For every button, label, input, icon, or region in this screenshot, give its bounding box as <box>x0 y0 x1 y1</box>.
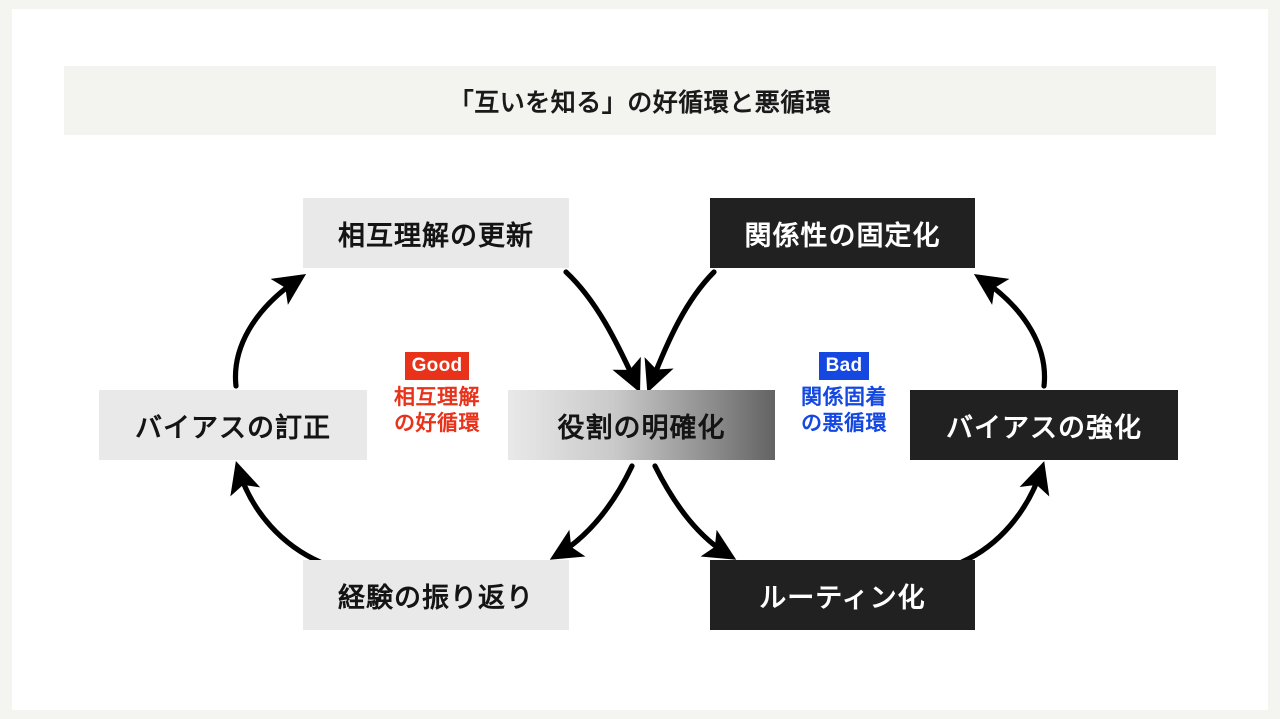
bad-cycle-label: 関係固着 の悪循環 <box>801 385 887 437</box>
node-bias-reinforcement[interactable]: バイアスの強化 <box>910 390 1178 460</box>
good-cycle-label-line2: の好循環 <box>394 412 480 436</box>
node-mutual-understanding-update[interactable]: 相互理解の更新 <box>303 198 569 268</box>
good-badge: Good <box>404 352 470 380</box>
good-cycle-label-line1: 相互理解 <box>394 386 480 409</box>
node-role-clarification[interactable]: 役割の明確化 <box>508 390 775 460</box>
node-routinization[interactable]: ルーティン化 <box>710 560 975 630</box>
bad-cycle-label-line2: の悪循環 <box>801 412 887 436</box>
good-cycle-caption: Good 相互理解 の好循環 <box>377 352 497 437</box>
node-relationship-fixation[interactable]: 関係性の固定化 <box>710 198 975 268</box>
node-experience-reflection[interactable]: 経験の振り返り <box>303 560 569 630</box>
page-title: 「互いを知る」の好循環と悪循環 <box>448 88 832 117</box>
bad-cycle-caption: Bad 関係固着 の悪循環 <box>784 352 904 437</box>
node-bias-correction[interactable]: バイアスの訂正 <box>99 390 367 460</box>
bad-badge: Bad <box>818 352 870 380</box>
good-cycle-label: 相互理解 の好循環 <box>394 385 480 437</box>
bad-cycle-label-line1: 関係固着 <box>801 386 887 409</box>
title-band: 「互いを知る」の好循環と悪循環 <box>64 66 1216 135</box>
